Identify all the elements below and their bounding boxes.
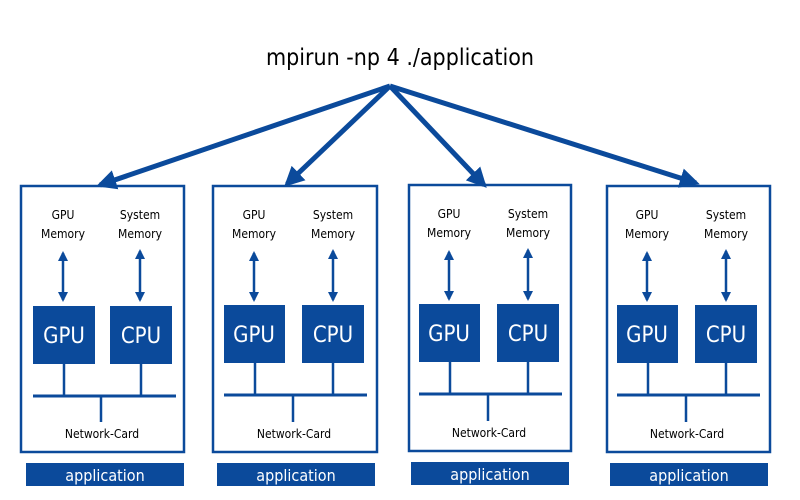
gpu-chip <box>33 306 95 364</box>
cpu-chip-label: CPU <box>121 324 161 349</box>
compute-node-2: GPU Memory System Memory GPU CPU Network… <box>211 184 379 486</box>
compute-node-1: GPU Memory System Memory GPU CPU Network… <box>19 184 186 486</box>
dispatch-arrow-1 <box>96 83 391 190</box>
system-memory-label-line2: Memory <box>704 227 749 241</box>
gpu-memory-label-line2: Memory <box>232 227 277 241</box>
network-card-label: Network-Card <box>452 426 526 440</box>
node-frame <box>407 183 573 453</box>
application-bar <box>217 463 375 486</box>
network-card-label: Network-Card <box>257 427 331 441</box>
application-label: application <box>256 466 335 485</box>
cpu-chip-label: CPU <box>706 323 746 348</box>
cpu-chip-label: CPU <box>313 323 353 348</box>
cpu-chip <box>302 305 364 363</box>
application-bar <box>26 463 184 486</box>
node-frame <box>211 184 379 454</box>
system-memory-label: System <box>120 208 160 222</box>
gpu-chip <box>224 305 285 363</box>
dispatch-arrow-2 <box>284 84 392 187</box>
node-frame <box>605 184 772 454</box>
gpu-chip-label: GPU <box>233 323 275 348</box>
network-card-label: Network-Card <box>65 427 139 441</box>
application-label: application <box>65 466 144 485</box>
gpu-chip <box>419 304 480 362</box>
application-bar <box>411 462 569 485</box>
cpu-chip-label: CPU <box>508 322 548 347</box>
gpu-memory-label: GPU <box>636 208 659 222</box>
cpu-chip <box>497 304 559 362</box>
gpu-memory-label-line2: Memory <box>41 227 86 241</box>
network-card-label: Network-Card <box>650 427 724 441</box>
system-memory-label: System <box>508 207 548 221</box>
gpu-chip-label: GPU <box>428 322 470 347</box>
gpu-memory-label: GPU <box>243 208 266 222</box>
compute-node-4: GPU Memory System Memory GPU CPU Network… <box>605 184 772 486</box>
system-memory-label: System <box>313 208 353 222</box>
dispatch-arrow-3 <box>388 84 487 188</box>
cpu-chip <box>110 306 172 364</box>
system-memory-label: System <box>706 208 746 222</box>
gpu-memory-label: GPU <box>438 207 461 221</box>
system-memory-label-line2: Memory <box>118 227 163 241</box>
node-frame <box>19 184 186 454</box>
application-label: application <box>649 466 728 485</box>
dispatch-arrow-4 <box>389 83 700 188</box>
cpu-chip <box>695 305 757 363</box>
application-bar <box>610 463 768 486</box>
gpu-memory-label-line2: Memory <box>625 227 670 241</box>
application-label: application <box>450 465 529 484</box>
compute-node-3: GPU Memory System Memory GPU CPU Network… <box>407 183 573 485</box>
gpu-chip-label: GPU <box>626 323 668 348</box>
gpu-chip-label: GPU <box>43 324 85 349</box>
system-memory-label-line2: Memory <box>311 227 356 241</box>
gpu-memory-label: GPU <box>52 208 75 222</box>
command-title: mpirun -np 4 ./application <box>266 45 534 71</box>
gpu-memory-label-line2: Memory <box>427 226 472 240</box>
gpu-chip <box>617 305 678 363</box>
dispatch-arrows <box>96 83 700 190</box>
system-memory-label-line2: Memory <box>506 226 551 240</box>
